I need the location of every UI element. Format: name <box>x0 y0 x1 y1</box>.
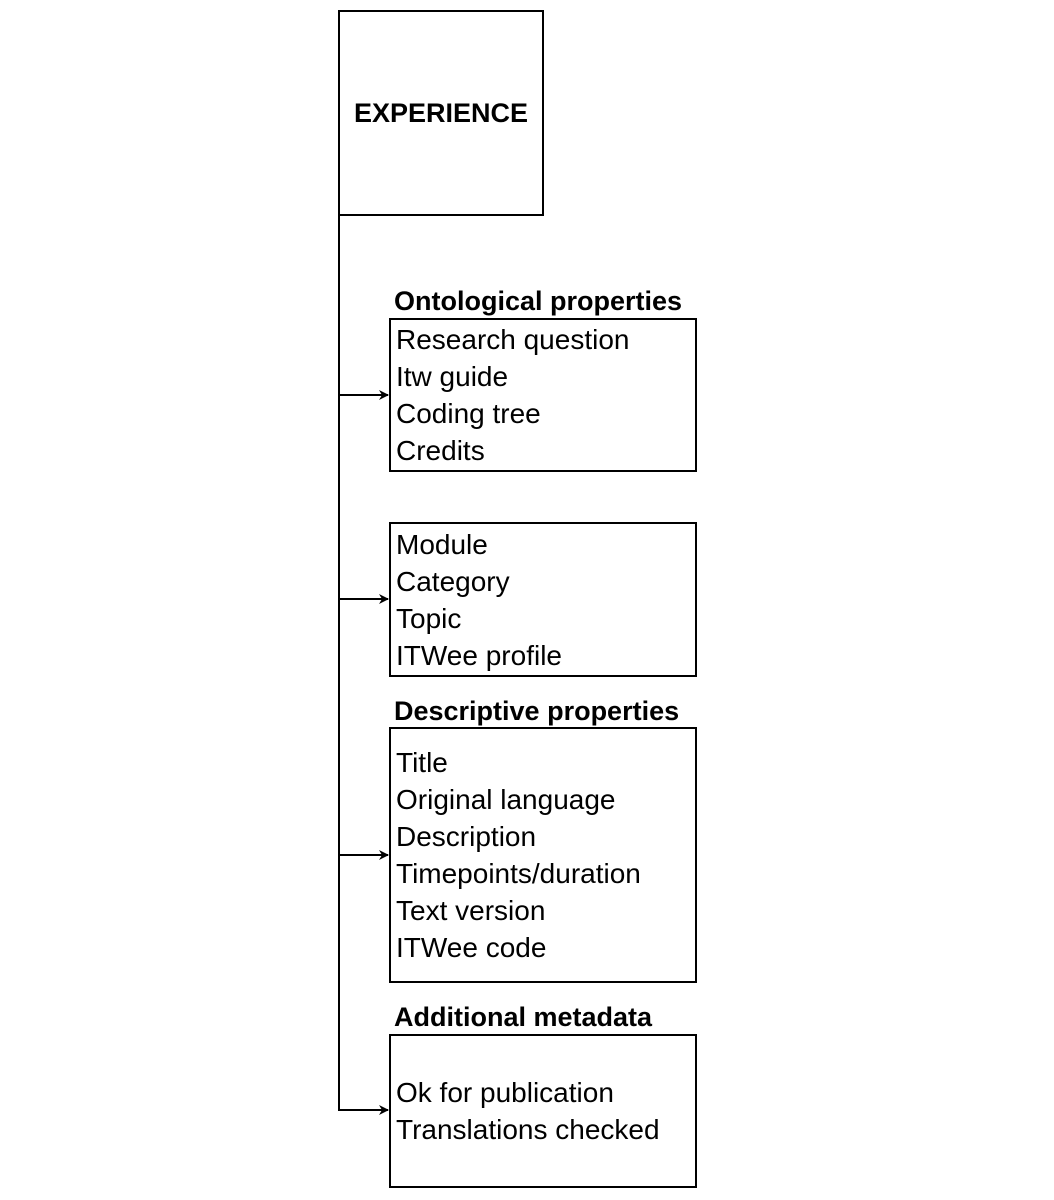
list-item: Original language <box>396 784 616 815</box>
list-item: Description <box>396 821 537 852</box>
experience-label: EXPERIENCE <box>353 97 529 128</box>
list-item: Ok for publication <box>396 1077 614 1108</box>
classification-box: Module Category Topic ITWee profile <box>389 522 697 677</box>
list-item: ITWee code <box>396 932 547 963</box>
descriptive-heading: Descriptive properties <box>394 696 680 726</box>
list-item: Module <box>396 528 488 560</box>
list-item: Credits <box>396 435 485 466</box>
list-item: Coding tree <box>396 398 541 429</box>
list-item: Timepoints/duration <box>396 858 641 889</box>
ontological-heading: Ontological properties <box>394 286 683 316</box>
descriptive-box: Title Original language Description Time… <box>389 727 697 983</box>
list-item: Category <box>396 565 510 597</box>
list-item: Research question <box>396 324 630 355</box>
additional-heading: Additional metadata <box>394 1002 653 1032</box>
list-item: Text version <box>396 895 546 926</box>
additional-box: Ok for publication Translations checked <box>389 1034 697 1188</box>
list-item: ITWee profile <box>396 639 562 671</box>
list-item: Title <box>396 747 448 778</box>
list-item: Topic <box>396 602 462 634</box>
list-item: Translations checked <box>396 1114 660 1145</box>
list-item: Itw guide <box>396 361 509 392</box>
ontological-box: Research question Itw guide Coding tree … <box>389 318 697 472</box>
experience-node: EXPERIENCE <box>338 10 544 216</box>
